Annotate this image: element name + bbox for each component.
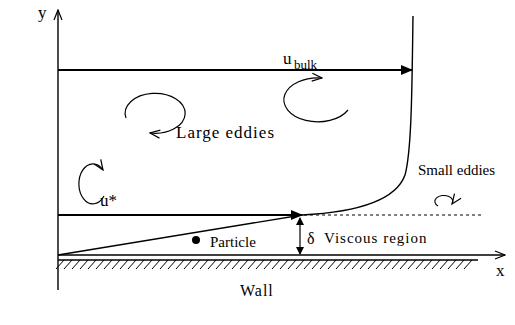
velocity-symbol: u	[283, 50, 292, 69]
region-label: Large eddies	[176, 124, 275, 143]
axis-label: x	[496, 262, 505, 281]
x-axis	[58, 254, 505, 255]
y-axis	[57, 10, 58, 290]
viscous-edge-line	[304, 215, 482, 216]
linear-profile	[58, 215, 302, 255]
region-label: Small eddies	[418, 162, 495, 179]
delta-arrow-down	[299, 236, 300, 254]
velocity-subscript: bulk	[294, 58, 317, 72]
velocity-profile	[302, 16, 413, 215]
bulk-velocity-arrow	[58, 69, 412, 71]
friction-velocity-arrow	[58, 214, 302, 216]
velocity-symbol: u*	[100, 192, 117, 211]
small-eddy	[435, 195, 453, 206]
wall-hatch	[56, 260, 478, 269]
axis-label: y	[38, 4, 47, 23]
dimension-symbol: δ	[307, 230, 315, 248]
delta-arrow-up	[299, 218, 300, 236]
region-label: Viscous region	[324, 230, 428, 247]
particle-dot	[192, 236, 200, 244]
wall-label: Wall	[240, 282, 274, 300]
large-eddy	[284, 78, 348, 122]
particle-label: Particle	[210, 234, 256, 251]
